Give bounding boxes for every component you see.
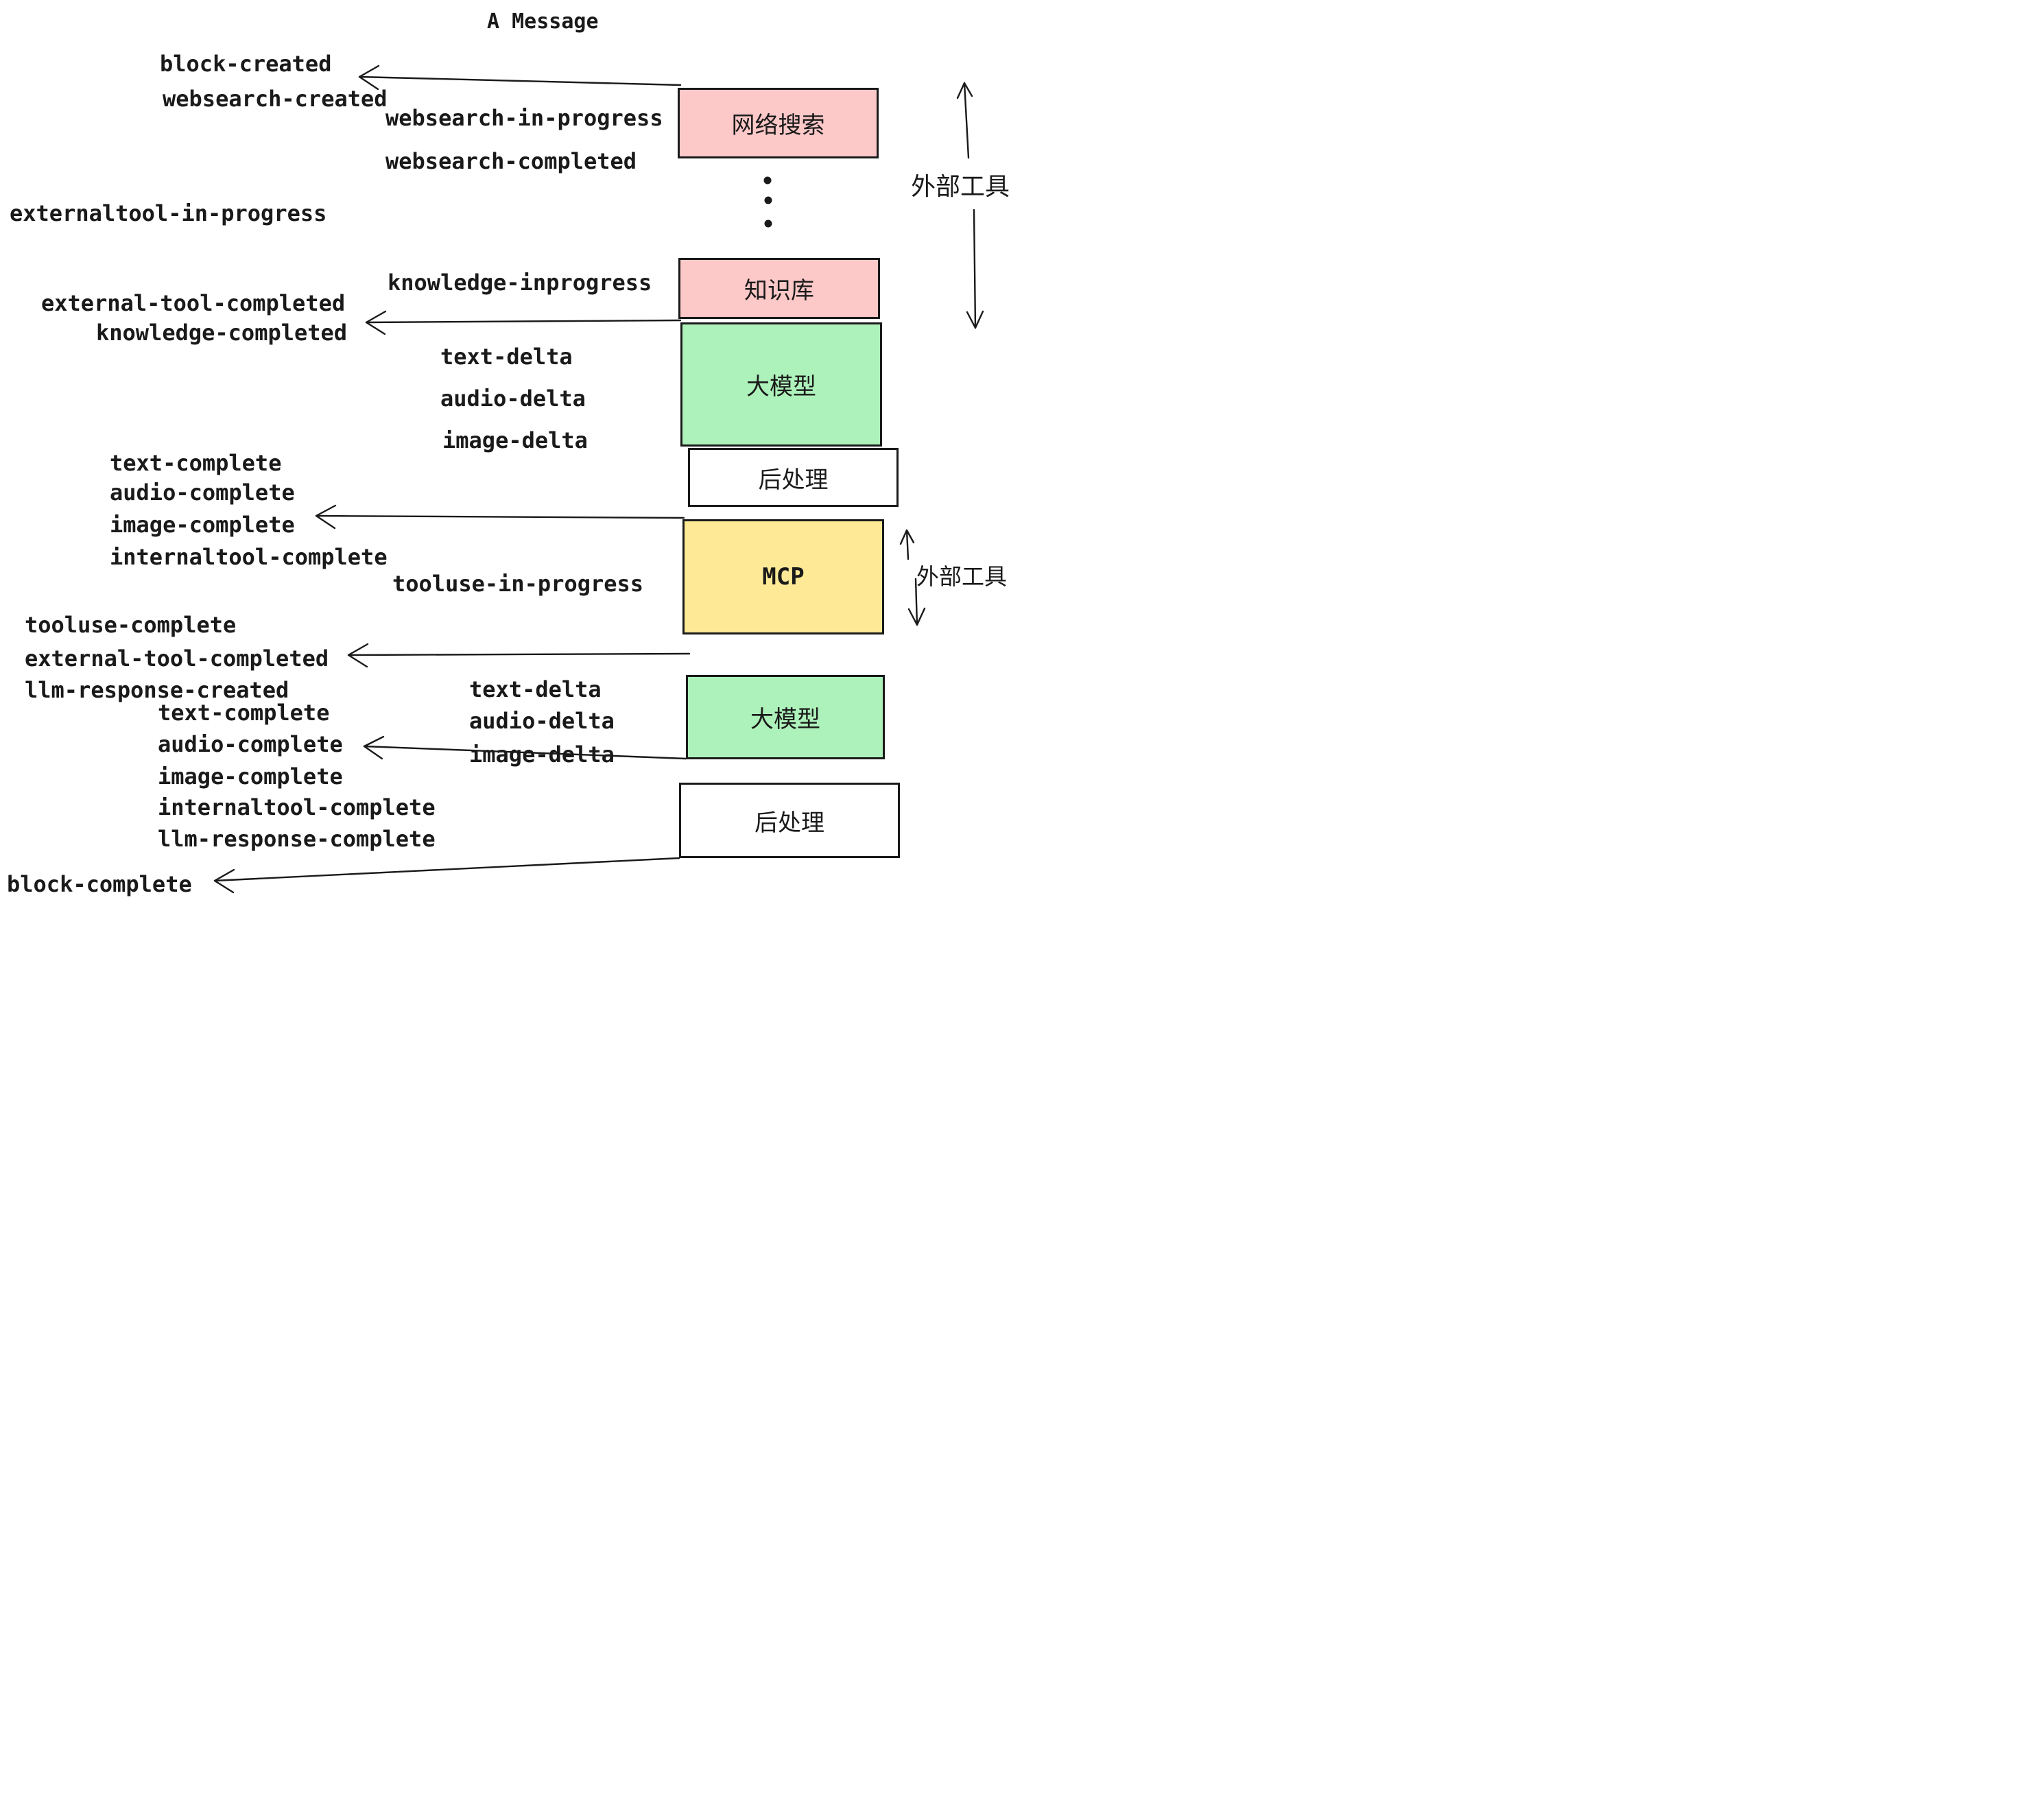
event-audio-complete-1: audio-complete — [110, 479, 295, 506]
event-audio-delta-2: audio-delta — [469, 708, 615, 734]
event-block-complete: block-complete — [7, 871, 192, 897]
arrow-tooluse-complete — [347, 643, 691, 668]
external-tools-mid-up-arrow — [899, 529, 915, 560]
arrow-websearch-created — [358, 64, 682, 91]
external-tools-label-mid: 外部工具 — [916, 563, 1007, 590]
box-postprocess-2: 后处理 — [679, 783, 900, 858]
box-knowledge: 知识库 — [678, 258, 880, 319]
event-text-delta-2: text-delta — [469, 676, 602, 702]
event-image-delta-2: image-delta — [469, 741, 615, 768]
event-knowledge-completed: knowledge-completed — [96, 320, 348, 346]
event-externaltool-in-progress: externaltool-in-progress — [10, 200, 327, 226]
box-websearch-label: 网络搜索 — [731, 112, 825, 139]
box-mcp: MCP — [682, 519, 884, 634]
ellipsis-dots — [763, 176, 772, 228]
event-block-created: block-created — [160, 51, 332, 77]
box-llm-1-label: 大模型 — [746, 373, 816, 401]
box-llm-2: 大模型 — [686, 675, 885, 759]
event-text-complete-1: text-complete — [110, 450, 282, 476]
box-llm-2-label: 大模型 — [750, 706, 820, 733]
box-websearch: 网络搜索 — [678, 88, 879, 158]
event-text-complete-2: text-complete — [158, 700, 330, 726]
event-websearch-created: websearch-created — [163, 86, 388, 112]
event-internaltool-complete-2: internaltool-complete — [158, 794, 436, 820]
event-image-delta-1: image-delta — [442, 427, 588, 453]
event-external-tool-completed-1: external-tool-completed — [41, 290, 346, 316]
event-tooluse-complete: tooluse-complete — [25, 612, 237, 638]
diagram-title: A Message — [487, 10, 599, 34]
event-websearch-in-progress: websearch-in-progress — [385, 105, 663, 131]
event-knowledge-inprogress: knowledge-inprogress — [388, 270, 652, 296]
event-websearch-completed: websearch-completed — [385, 148, 637, 174]
box-postprocess-2-label: 后处理 — [754, 809, 824, 837]
event-llm-response-complete: llm-response-complete — [158, 826, 436, 852]
event-text-delta-1: text-delta — [440, 344, 573, 370]
box-mcp-label: MCP — [762, 563, 805, 591]
box-postprocess-1: 后处理 — [688, 448, 899, 507]
arrow-block-complete — [213, 857, 680, 894]
arrow-knowledge-completed — [365, 310, 682, 335]
sequence-diagram: A Message block-created websearch-create… — [0, 0, 1022, 902]
event-external-tool-completed-2: external-tool-completed — [25, 645, 329, 672]
external-tools-top-up-arrow — [956, 82, 973, 159]
event-internaltool-complete-1: internaltool-complete — [110, 544, 388, 570]
box-knowledge-label: 知识库 — [744, 277, 814, 305]
event-llm-response-created: llm-response-created — [25, 677, 289, 703]
external-tools-top-down-arrow — [966, 209, 984, 329]
box-postprocess-1-label: 后处理 — [758, 466, 829, 494]
event-audio-delta-1: audio-delta — [440, 385, 586, 412]
external-tools-label-top: 外部工具 — [911, 173, 1010, 201]
event-image-complete-1: image-complete — [110, 512, 295, 538]
arrow-internal-complete — [315, 504, 685, 530]
event-audio-complete-2: audio-complete — [158, 731, 343, 757]
event-image-complete-2: image-complete — [158, 763, 343, 790]
box-llm-1: 大模型 — [680, 322, 882, 447]
event-tooluse-in-progress: tooluse-in-progress — [392, 571, 644, 597]
